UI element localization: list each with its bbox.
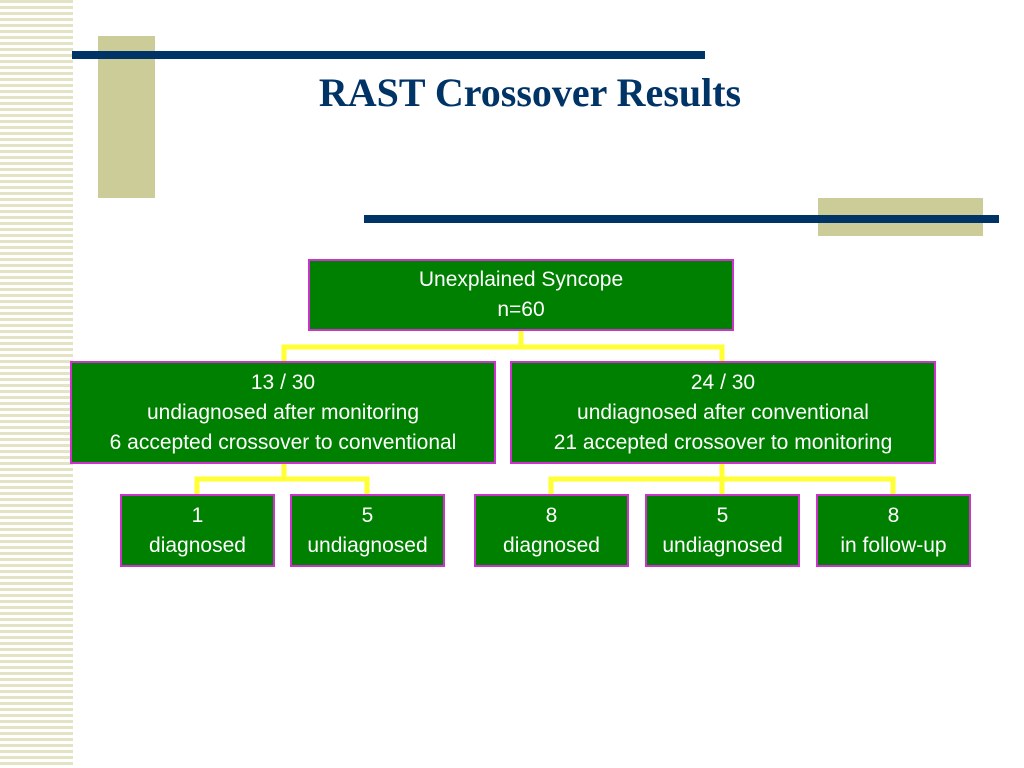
node-right-child-diagnosed: 8 diagnosed <box>474 494 629 567</box>
node-right-child-follow-up: 8 in follow-up <box>816 494 971 567</box>
tan-accent-block-left <box>98 36 155 198</box>
node-root: Unexplained Syncope n=60 <box>308 259 734 331</box>
node-value: 8 <box>887 503 900 527</box>
node-label: diagnosed <box>149 533 246 557</box>
node-label: in follow-up <box>840 533 947 557</box>
node-value: 5 <box>716 503 729 527</box>
node-root-label: Unexplained Syncope <box>418 268 624 291</box>
node-value: 1 <box>191 503 204 527</box>
node-right-child-undiagnosed: 5 undiagnosed <box>645 494 800 567</box>
node-right-conventional: 24 / 30 undiagnosed after conventional 2… <box>510 361 936 464</box>
node-left-ratio: 13 / 30 <box>250 370 316 394</box>
connector-root-to-level1 <box>281 327 725 365</box>
node-left-crossover: 6 accepted crossover to conventional <box>109 430 457 454</box>
node-left-status: undiagnosed after monitoring <box>146 400 419 424</box>
node-label: undiagnosed <box>662 533 783 557</box>
slide-title: RAST Crossover Results <box>318 70 742 115</box>
connector-left-to-children <box>194 460 370 498</box>
node-right-status: undiagnosed after conventional <box>577 400 869 424</box>
node-label: diagnosed <box>503 533 600 557</box>
node-label: undiagnosed <box>307 533 428 557</box>
node-value: 8 <box>545 503 558 527</box>
node-left-monitoring: 13 / 30 undiagnosed after monitoring 6 a… <box>70 361 496 464</box>
node-root-count: n=60 <box>497 298 545 321</box>
node-value: 5 <box>361 503 374 527</box>
connector-right-to-children <box>548 460 896 498</box>
node-right-ratio: 24 / 30 <box>690 370 756 394</box>
node-left-child-undiagnosed: 5 undiagnosed <box>290 494 445 567</box>
node-right-crossover: 21 accepted crossover to monitoring <box>553 430 893 454</box>
navy-rule-top <box>72 51 705 59</box>
striped-sidebar-decoration <box>0 0 73 768</box>
node-left-child-diagnosed: 1 diagnosed <box>120 494 275 567</box>
navy-rule-bottom <box>364 215 999 223</box>
